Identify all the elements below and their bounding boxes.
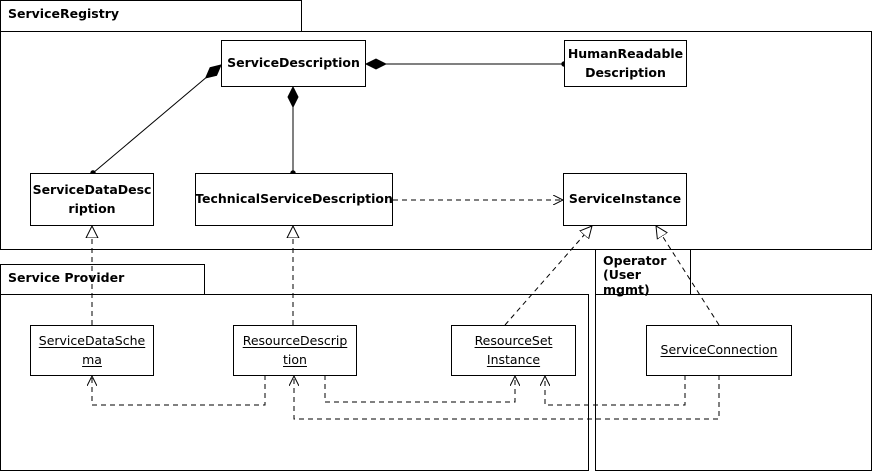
dependency-connection-resourcedescription — [294, 375, 720, 420]
resource-set-instance-label: ResourceSet Instance — [474, 333, 553, 367]
service-instance-label: ServiceInstance — [568, 191, 682, 207]
resource-set-instance-instance: ResourceSet Instance — [451, 325, 576, 376]
dependency-connection-resourceset — [545, 375, 686, 406]
service-data-schema-instance: ServiceDataSche ma — [30, 325, 154, 376]
service-registry-package-tab: ServiceRegistry — [0, 0, 302, 32]
realization-resourceset-instance — [504, 226, 592, 326]
service-data-description-class: ServiceDataDesc ription — [30, 173, 154, 226]
technical-service-description-class: TechnicalServiceDescription — [195, 173, 393, 226]
technical-service-description-label: TechnicalServiceDescription — [195, 191, 393, 207]
resource-description-label: ResourceDescrip tion — [242, 333, 348, 367]
service-instance-class: ServiceInstance — [563, 173, 687, 226]
service-connection-label: ServiceConnection — [660, 342, 778, 358]
dependency-resourcedescription-resourceset — [324, 375, 515, 403]
operator-package-body — [595, 294, 872, 471]
human-readable-description-class: HumanReadable Description — [564, 40, 687, 87]
service-provider-package-tab: Service Provider — [0, 264, 205, 295]
realization-connection-instance — [656, 226, 720, 326]
operator-package-tab: Operator (User mgmt) — [595, 249, 691, 296]
service-data-schema-label: ServiceDataSche ma — [38, 333, 146, 367]
service-data-description-label: ServiceDataDesc ription — [32, 182, 152, 216]
service-description-class: ServiceDescription — [221, 40, 366, 87]
service-connection-instance: ServiceConnection — [646, 325, 792, 376]
service-provider-package-body — [0, 294, 589, 471]
composition-description-datadescription — [93, 65, 221, 173]
resource-description-instance: ResourceDescrip tion — [233, 325, 357, 376]
service-description-label: ServiceDescription — [227, 55, 360, 71]
dependency-resourcedescription-schema — [92, 375, 266, 406]
human-readable-description-label: HumanReadable Description — [567, 46, 684, 80]
